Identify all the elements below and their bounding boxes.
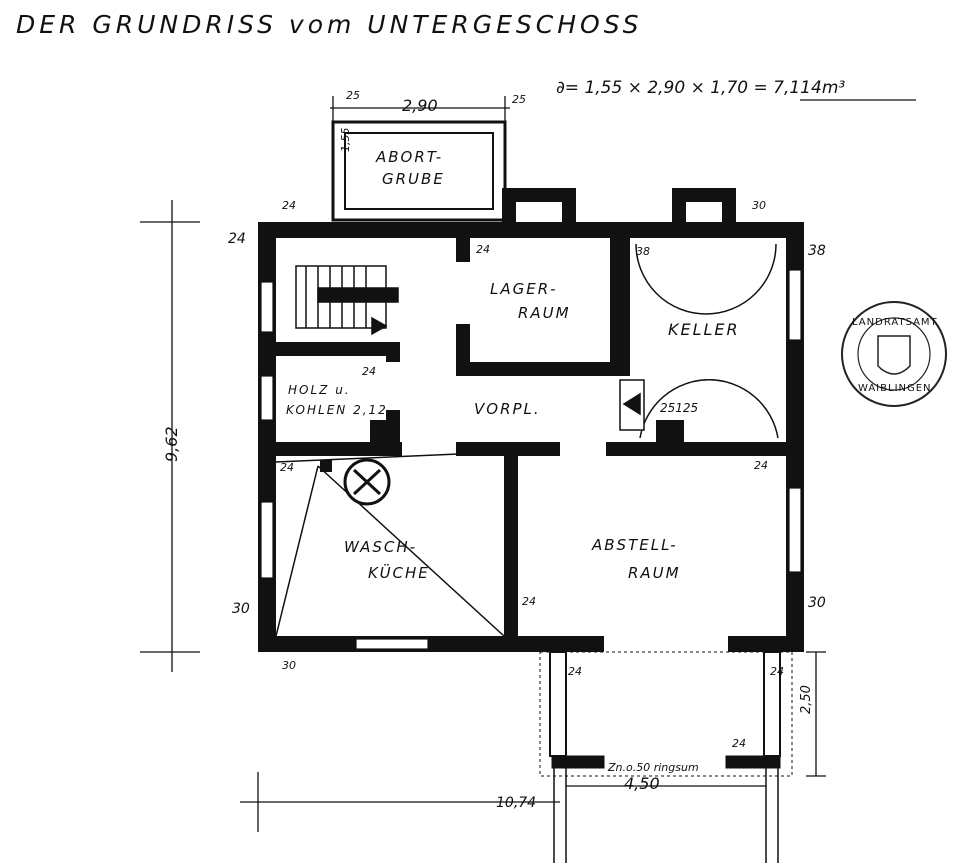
wall-mark-bottom: 30 [282, 659, 296, 672]
wasch-label-1: WASCH- [344, 538, 418, 556]
holz-label-1: HOLZ u. [288, 383, 351, 397]
holz-label-2: KOHLEN 2,12 [286, 403, 388, 417]
dim-pit-right: 25 [512, 93, 526, 106]
wall-mark-wasch: 24 [280, 461, 294, 474]
wall-mark-holz: 24 [362, 365, 376, 378]
dim-pit-width: 2,90 [402, 96, 438, 115]
wall-mark-right-top: 38 [808, 243, 826, 259]
stamp-bottom-text: WAIBLINGEN [858, 383, 932, 394]
abstell-label-1: ABSTELL- [592, 536, 678, 554]
wall-mark-porch-right: 24 [770, 665, 784, 678]
staircase [295, 265, 399, 336]
interior-walls [276, 238, 804, 636]
abort-grube-label-1: ABORT- [376, 148, 444, 166]
dim-overall-width: 10,74 [496, 795, 537, 811]
wall-mark-top: 24 [282, 199, 296, 212]
dim-porch-note: Zn.o.50 ringsum [608, 761, 699, 774]
dimension-lines [140, 96, 916, 832]
abstell-label-2: RAUM [628, 564, 681, 582]
wall-mark-top-right: 30 [752, 199, 766, 212]
lager-label-1: LAGER- [490, 280, 558, 298]
wall-mark-left-top: 24 [228, 231, 246, 247]
wall-mark-left-bottom: 30 [232, 601, 250, 617]
dim-porch-width: 4,50 [624, 774, 660, 793]
dim-pit-height: 1,55 [339, 127, 352, 153]
wall-mark-abstell: 24 [522, 595, 536, 608]
boiler-symbol [320, 458, 391, 506]
chimney-right [672, 188, 736, 232]
page-title: DER GRUNDRISS vom UNTERGESCHOSS [16, 10, 643, 39]
wall-mark-right-bottom: 30 [808, 595, 826, 611]
wall-mark-lager: 24 [476, 243, 490, 256]
wall-mark-porch-left: 24 [568, 665, 582, 678]
wall-mark-keller: 38 [636, 245, 650, 258]
porch [539, 651, 793, 863]
door-swings [275, 243, 779, 637]
keller-label: KELLER [668, 320, 740, 339]
dim-overall-height: 9,62 [162, 426, 181, 462]
abort-grube-label-2: GRUBE [382, 170, 445, 188]
wall-mark-keller-bottom: 24 [754, 459, 768, 472]
dim-pit-left: 25 [346, 89, 360, 102]
wall-mark-porch-bottom: 24 [732, 737, 746, 750]
abort-grube-pit [331, 120, 507, 222]
volume-formula: ∂= 1,55 × 2,90 × 1,70 = 7,114m³ [556, 78, 846, 98]
wasch-label-2: KÜCHE [368, 564, 430, 582]
stamp-top-text: LANDRATSAMT [852, 317, 938, 328]
windows [260, 269, 802, 650]
lager-label-2: RAUM [518, 304, 571, 322]
dim-door-25125: 25125 [660, 401, 699, 415]
chimney-left [502, 188, 576, 232]
vorpl-label: VORPL. [474, 400, 541, 418]
landratsamt-stamp [841, 301, 947, 407]
dim-porch-depth: 2,50 [799, 685, 814, 714]
